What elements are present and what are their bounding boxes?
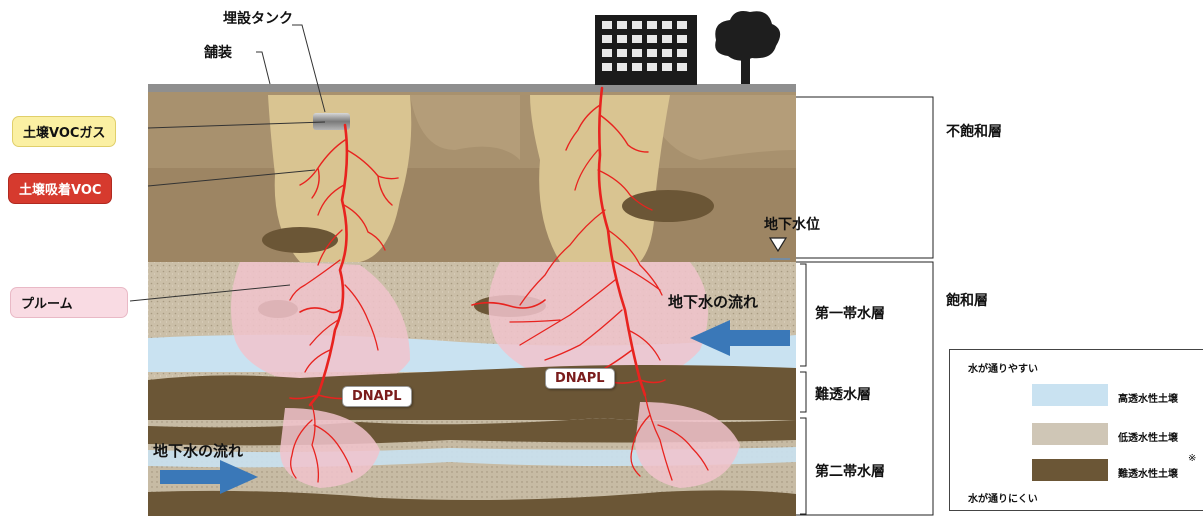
unsaturated-zone-label: 不飽和層	[946, 121, 1002, 141]
buried-tank-label: 埋設タンク	[223, 8, 293, 28]
legend-label-aquitard: 難透水性土壌	[1118, 465, 1178, 480]
clay-lens	[262, 227, 338, 253]
legend-top-note: 水が通りやすい	[968, 360, 1038, 375]
building-icon	[595, 15, 697, 85]
soil-voc-gas-tag: 土壌VOCガス	[12, 116, 116, 147]
saturated-zone-label: 飽和層	[946, 290, 988, 310]
clay-lens	[622, 190, 714, 222]
soil-adsorbed-voc-tag: 土壌吸着VOC	[8, 173, 112, 204]
legend-label-low-perm: 低透水性土壌	[1118, 429, 1178, 444]
legend-swatch-low-perm	[1032, 423, 1108, 445]
plume-tag: プルーム	[10, 287, 128, 318]
second-aquifer-label: 第二帯水層	[815, 461, 885, 481]
legend-swatch-high-perm	[1032, 384, 1108, 406]
legend: 水が通りやすい 高透水性土壌 低透水性土壌 難透水性土壌 ※ 水が通りにくい	[949, 349, 1203, 511]
pavement	[148, 84, 796, 92]
groundwater-level-label: 地下水位	[764, 214, 820, 234]
dnapl-label-right: DNAPL	[545, 368, 615, 389]
first-aquifer-label: 第一帯水層	[815, 303, 885, 323]
groundwater-flow-label-lower: 地下水の流れ	[153, 440, 243, 461]
legend-label-high-perm: 高透水性土壌	[1118, 390, 1178, 405]
tree-icon	[715, 11, 780, 84]
legend-bottom-note: 水が通りにくい	[968, 490, 1038, 505]
dnapl-label-left: DNAPL	[342, 386, 412, 407]
groundwater-flow-label-upper: 地下水の流れ	[668, 291, 758, 312]
aquitard-label: 難透水層	[815, 384, 871, 404]
legend-asterisk: ※	[1188, 453, 1196, 464]
legend-swatch-aquitard	[1032, 459, 1108, 481]
pavement-label: 舗装	[204, 42, 232, 62]
